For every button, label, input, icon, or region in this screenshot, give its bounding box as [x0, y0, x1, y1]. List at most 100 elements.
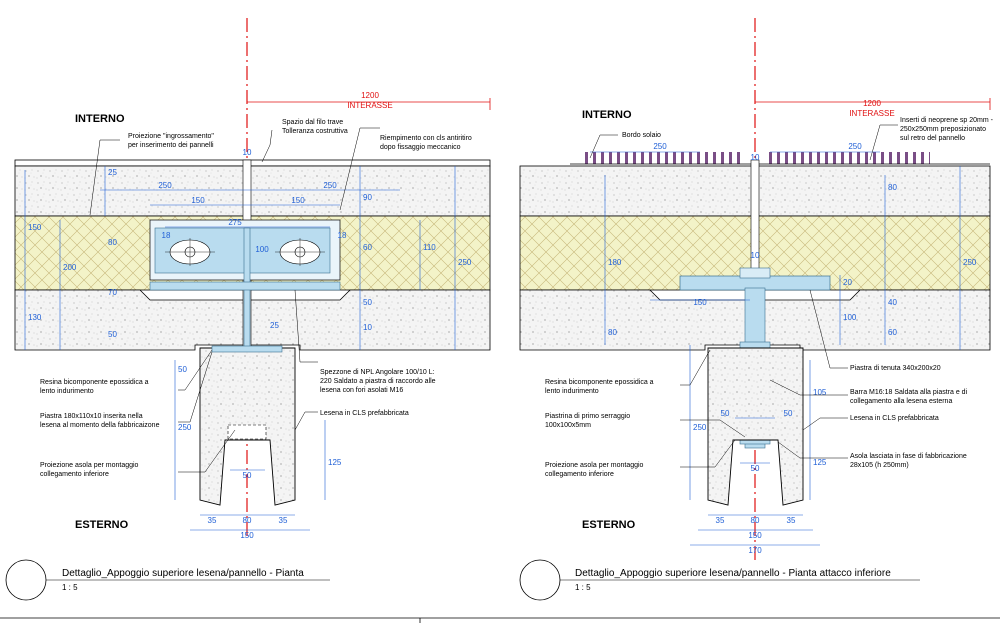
dim-left-v50a: 50	[108, 330, 117, 339]
right-callout-resina-2: lento indurimento	[545, 388, 599, 395]
left-callout-piastra-1: Piastra 180x110x10 inserita nella	[40, 413, 143, 420]
right-callout-lesena: Lesena in CLS prefabbricata	[850, 415, 939, 422]
right-callout-asola-2: collegamento inferiore	[545, 471, 614, 478]
dim-right-v105: 105	[813, 388, 827, 397]
left-callout-resina-1: Resina bicomponente epossidica a	[40, 379, 149, 386]
right-interasse-value: 1200	[863, 99, 881, 108]
right-callout-tenuta: Piastra di tenuta 340x200x20	[850, 365, 941, 372]
dim-left-v90: 90	[363, 193, 372, 202]
right-neoprene-left	[580, 152, 745, 164]
dim-left-h35a: 35	[208, 516, 217, 525]
left-panel-concrete-outer	[14, 289, 491, 351]
left-bolt-left	[165, 238, 215, 266]
left-pilaster-plate	[211, 345, 283, 353]
dim-right-d250: 250	[653, 142, 667, 151]
dim-left-v50b: 50	[363, 298, 372, 307]
right-esterno-label: ESTERNO	[582, 519, 636, 531]
dim-right-d50b: 50	[784, 409, 793, 418]
dim-left-v200: 200	[63, 263, 77, 272]
left-callout-piastra-2: lesena al momento della fabbricaizone	[40, 422, 160, 429]
dim-left-h35b: 35	[279, 516, 288, 525]
dim-left-v10: 10	[363, 323, 372, 332]
dim-right-h80: 80	[751, 516, 760, 525]
dim-right-h35a: 35	[716, 516, 725, 525]
dim-right-v10: 10	[751, 251, 760, 260]
right-callout-asola-fab-1: Asola lasciata in fase di fabbricazione	[850, 453, 967, 460]
left-callout-ingrossamento-1: Proiezione "ingrossamento"	[128, 133, 214, 140]
dim-left-v250b: 250	[178, 423, 192, 432]
right-callout-piastrina-2: 100x100x5mm	[545, 422, 591, 429]
left-interno-label: INTERNO	[75, 113, 125, 125]
dim-right-h170: 170	[748, 546, 762, 555]
right-detail: 1200 INTERASSE INTERNO ESTERNO	[519, 18, 994, 601]
dim-right-d250b: 250	[848, 142, 862, 151]
right-callout-resina-1: Resina bicomponente epossidica a	[545, 379, 654, 386]
dim-left-h80: 80	[243, 516, 252, 525]
left-callout-spezzone-2: 220 Saldato a piastra di raccordo alle	[320, 378, 436, 385]
right-interno-label: INTERNO	[582, 109, 632, 121]
right-callout-neoprene-2: 250x250mm preposizionato	[900, 126, 986, 133]
right-interasse-label: INTERASSE	[849, 109, 894, 118]
dim-left-d250b: 250	[323, 181, 337, 190]
dim-left-v25a: 25	[108, 168, 117, 177]
left-callout-riempimento-2: dopo fissaggio meccanico	[380, 144, 461, 151]
left-detail-title: Dettaglio_Appoggio superiore lesena/pann…	[62, 568, 304, 579]
left-detail: 1200 INTERASSE INTERNO ESTERNO	[5, 18, 491, 601]
dim-right-v20: 20	[843, 278, 852, 287]
left-callout-spezzone-3: lesena con fori asolati M16	[320, 387, 403, 394]
dim-right-h35b: 35	[787, 516, 796, 525]
left-callout-resina-2: lento indurimento	[40, 388, 94, 395]
left-title-bubble	[5, 559, 47, 601]
right-detail-title: Dettaglio_Appoggio superiore lesena/pann…	[575, 568, 891, 579]
right-dimension-lines	[590, 151, 961, 546]
dim-left-v50c: 50	[243, 471, 252, 480]
dim-left-v150: 150	[28, 223, 42, 232]
left-callout-spezzone-1: Spezzone di NPL Angolare 100/10 L:	[320, 369, 435, 376]
dim-left-v70: 70	[108, 288, 117, 297]
left-callout-asola-1: Proiezione asola per montaggio	[40, 462, 139, 469]
left-esterno-label: ESTERNO	[75, 519, 129, 531]
dim-left-d150a: 150	[191, 196, 205, 205]
left-bolt-right	[275, 238, 325, 266]
left-interasse-value: 1200	[361, 91, 379, 100]
right-callout-barra-2: collegamento alla lesena esterna	[850, 398, 952, 405]
dim-left-d150b: 150	[291, 196, 305, 205]
right-pilaster	[707, 347, 804, 506]
dim-right-h50: 50	[751, 464, 760, 473]
dim-left-d18b: 18	[338, 231, 347, 240]
dim-left-d10: 10	[243, 148, 252, 157]
right-leader-lines	[589, 124, 898, 468]
right-title-bubble	[519, 559, 561, 601]
dim-left-v25b: 25	[270, 321, 279, 330]
dim-right-v40: 40	[888, 298, 897, 307]
dim-right-v80b: 80	[888, 183, 897, 192]
right-detail-scale: 1 : 5	[575, 583, 591, 592]
dim-right-v125: 125	[813, 458, 827, 467]
right-callout-asola-1: Proiezione asola per montaggio	[545, 462, 644, 469]
dim-right-v250: 250	[963, 258, 977, 267]
left-dimension-lines	[24, 166, 456, 531]
left-leader-lines	[89, 127, 380, 473]
dim-left-v250: 250	[458, 258, 472, 267]
right-callout-neoprene-1: Inserti di neoprene sp 20mm -	[900, 117, 994, 124]
dim-right-v180: 180	[608, 258, 622, 267]
dim-right-d10: 10	[751, 153, 760, 162]
dim-left-v125: 125	[328, 458, 342, 467]
left-callout-spazio-1: Spazio dal filo trave	[282, 119, 343, 126]
dim-right-d150: 150	[693, 298, 707, 307]
right-callout-neoprene-3: sul retro del pannello	[900, 135, 965, 142]
left-callout-lesena: Lesena in CLS prefabbricata	[320, 410, 409, 417]
left-callout-riempimento-1: Riempimento con cls antiritiro	[380, 135, 472, 142]
dim-right-d50a: 50	[721, 409, 730, 418]
dim-left-v130: 130	[28, 313, 42, 322]
dim-right-v60: 60	[888, 328, 897, 337]
left-callout-asola-2: collegamento inferiore	[40, 471, 109, 478]
right-callout-piastrina-1: Piastrina di primo serraggio	[545, 413, 630, 420]
dim-left-v80: 80	[108, 238, 117, 247]
right-neoprene-right	[765, 152, 930, 164]
dim-left-h50: 50	[178, 365, 187, 374]
dim-left-v60: 60	[363, 243, 372, 252]
left-panel-concrete-inner	[14, 165, 491, 217]
dim-right-v250b: 250	[693, 423, 707, 432]
